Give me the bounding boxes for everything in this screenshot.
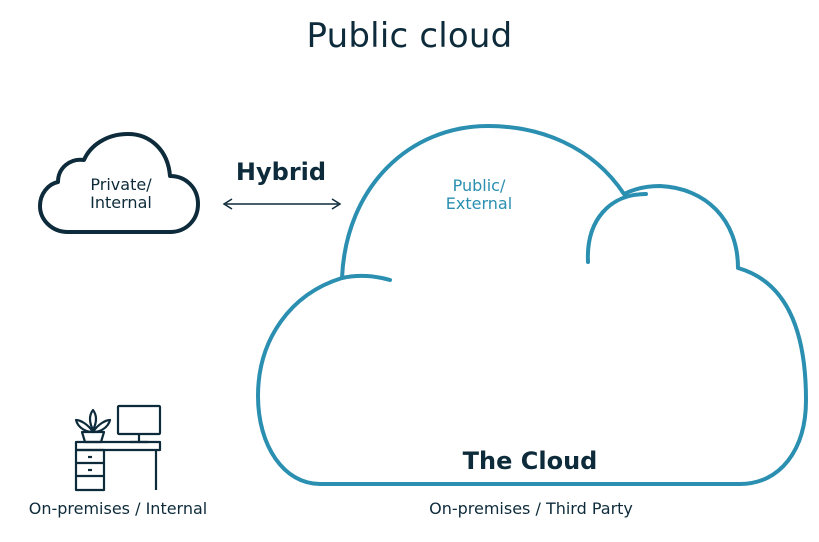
private-cloud-label-line1: Private/ [90,175,152,194]
public-cloud-icon [256,124,808,486]
public-cloud-label: Public/ External [420,176,538,214]
private-cloud-label-line2: Internal [90,193,152,213]
the-cloud-title: The Cloud [462,447,598,475]
public-cloud-label-line1: Public/ [452,176,506,195]
on-premises-internal-caption: On-premises / Internal [28,499,208,518]
desk-workstation-icon [74,404,162,492]
hybrid-label: Hybrid [235,158,327,186]
private-cloud-icon [38,132,200,234]
private-cloud-label: Private/ Internal [62,175,180,213]
hybrid-double-arrow-icon [222,198,342,210]
on-premises-third-party-caption: On-premises / Third Party [429,499,633,518]
page-title: Public cloud [306,16,513,56]
public-cloud-label-line2: External [445,194,513,214]
